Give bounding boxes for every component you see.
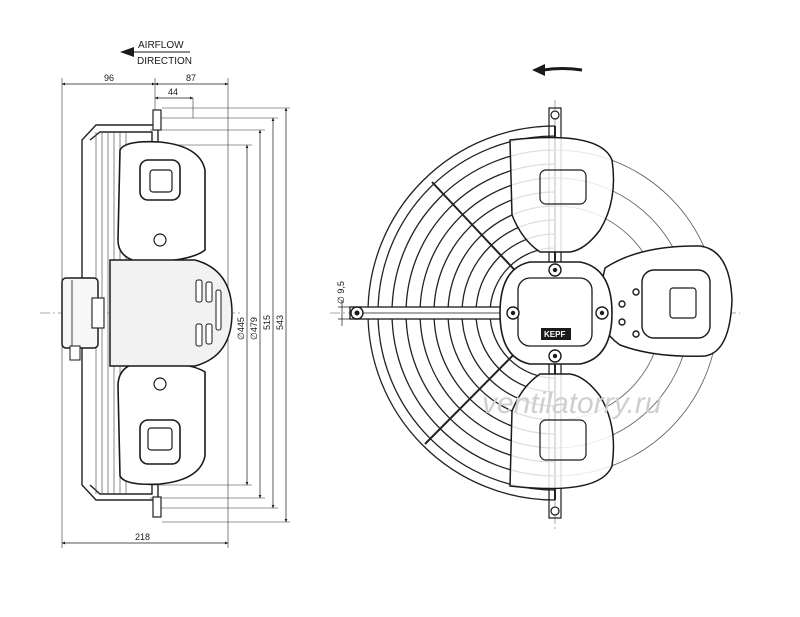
dim-515: 515	[262, 315, 272, 330]
dim-445: ∅445	[236, 317, 246, 340]
brand-logo: KEPF	[544, 330, 565, 339]
watermark: ventilatorry.ru	[482, 387, 662, 420]
dim-218: 218	[135, 532, 150, 542]
airflow-label: AIRFLOW DIRECTION	[120, 40, 192, 67]
side-view: 96 87 44 218 ∅445 ∅479 515 543	[40, 73, 290, 548]
dim-543: 543	[275, 315, 285, 330]
rotation-arrow-icon	[532, 64, 583, 76]
dim-44: 44	[168, 87, 178, 97]
arrow-left-icon	[120, 47, 134, 57]
dim-87: 87	[186, 73, 196, 83]
front-view: ∅ 9,5	[330, 64, 740, 530]
dim-479: ∅479	[249, 317, 259, 340]
direction-text: DIRECTION	[137, 56, 192, 67]
dim-9-5: ∅ 9,5	[336, 281, 346, 304]
dim-96: 96	[104, 73, 114, 83]
airflow-text: AIRFLOW	[138, 40, 184, 51]
